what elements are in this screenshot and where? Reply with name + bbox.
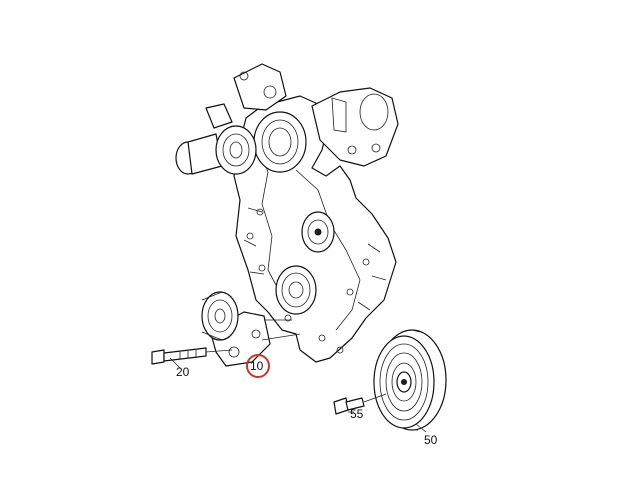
callout-50[interactable]: 50	[424, 433, 438, 447]
callout-label-10: 10	[250, 359, 264, 373]
highlight-circle	[246, 354, 270, 378]
crank-seal	[275, 265, 317, 315]
ribbed-pulley	[373, 329, 447, 431]
short-bolt	[333, 393, 387, 415]
callout-label-55: 55	[350, 407, 364, 421]
callout-20[interactable]: 20	[176, 365, 190, 379]
callout-label-20: 20	[176, 365, 190, 379]
belt-tensioner	[201, 291, 301, 367]
callout-label-50: 50	[424, 433, 438, 447]
water-pump	[175, 103, 257, 175]
long-bolt	[151, 347, 233, 365]
callout-55[interactable]: 55	[350, 407, 364, 421]
leader-lines	[169, 357, 427, 433]
callout-10[interactable]: 10	[246, 354, 270, 378]
idler-pulley	[301, 211, 335, 253]
thermostat-housing	[311, 87, 399, 167]
